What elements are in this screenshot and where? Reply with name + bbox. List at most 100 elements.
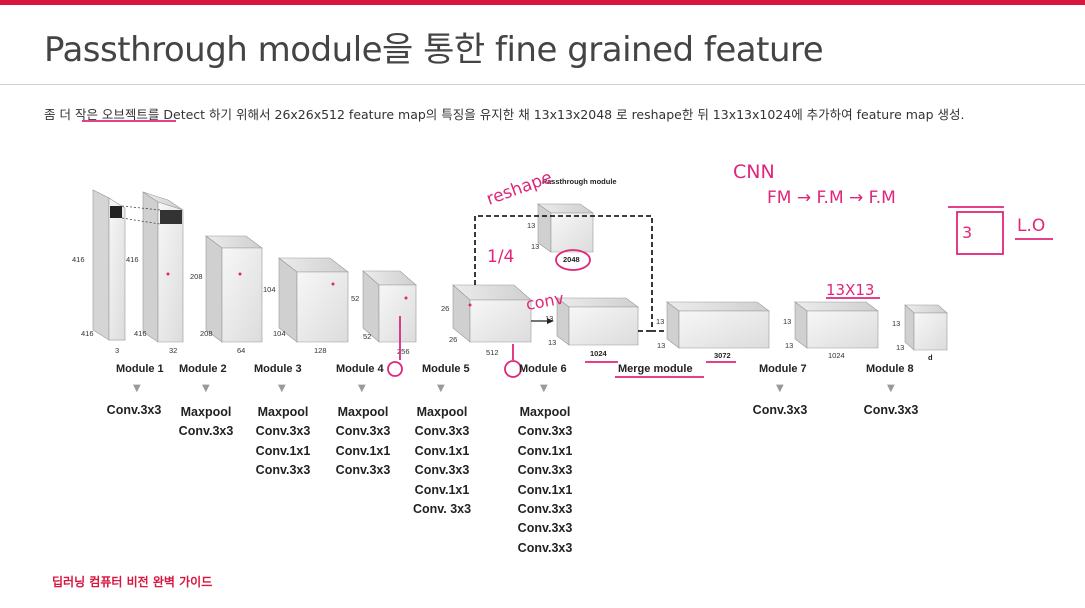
module-4-layers: Maxpool Conv.3x3 Conv.1x1 Conv.3x3 (329, 403, 397, 481)
m1-channel-label: 32 (169, 346, 177, 355)
m4-height-label: 52 (351, 294, 359, 303)
module-5-label: Module 5 (422, 363, 470, 375)
input-channel-label: 3 (115, 346, 119, 355)
layer-item: Conv.1x1 (414, 443, 470, 458)
m6-width-label: 13 (548, 338, 556, 347)
merge-cube (666, 301, 770, 349)
module-6-layers: Maxpool Conv.3x3 Conv.1x1 Conv.3x3 Conv.… (511, 403, 579, 558)
down-arrow-icon: ▼ (437, 383, 445, 394)
footer-course-title: 딥러닝 컴퓨터 비전 완벽 가이드 (52, 575, 213, 589)
module-1-label: Module 1 (116, 363, 164, 375)
m5-height-label: 26 (441, 304, 449, 313)
module-3-layers: Maxpool Conv.3x3 Conv.1x1 Conv.3x3 (249, 403, 317, 481)
module7-cube (794, 301, 879, 349)
layer-item: Conv.3x3 (255, 463, 311, 478)
module-6-label: Module 6 (519, 363, 567, 375)
m3-width-label: 104 (273, 329, 286, 338)
m6-height-label: 13 (545, 314, 553, 323)
module-3-label: Module 3 (254, 363, 302, 375)
down-arrow-icon: ▼ (202, 383, 210, 394)
layer-item: Maxpool (180, 405, 232, 419)
module-8-layers: Conv.3x3 (857, 401, 925, 420)
layer-item: Conv.3x3 (414, 463, 470, 478)
m5-width-label: 26 (449, 335, 457, 344)
m2-channel-label: 64 (237, 346, 245, 355)
passthrough-module-label: Passthrough module (542, 177, 617, 186)
passthrough-cube (537, 203, 594, 253)
layer-item: Conv.3x3 (178, 424, 234, 439)
layer-item: Conv.1x1 (517, 443, 573, 458)
slide-title: Passthrough module을 통한 fine grained feat… (44, 30, 824, 70)
handwritten-fm-chain: FM → F.M → F.M (767, 188, 896, 208)
module3-cube (278, 257, 349, 343)
down-arrow-icon: ▼ (887, 383, 895, 394)
layer-item: Conv.3x3 (106, 403, 162, 417)
layer-item: Maxpool (337, 405, 389, 419)
layer-item: Maxpool (416, 405, 468, 419)
layer-item: Conv.3x3 (255, 424, 311, 439)
m2-height-label: 208 (190, 272, 203, 281)
layer-item: Conv.1x1 (414, 482, 470, 497)
title-divider (0, 84, 1085, 85)
layer-item: Conv.3x3 (517, 502, 573, 517)
input-cube (92, 189, 126, 341)
input-width-label: 416 (81, 329, 94, 338)
handwritten-box-number: 3 (962, 223, 972, 242)
module4-cube (362, 270, 417, 343)
module5-cube (452, 284, 532, 343)
down-arrow-icon: ▼ (776, 383, 784, 394)
m4-width-label: 52 (363, 332, 371, 341)
handwritten-reshape: reshape (484, 168, 555, 210)
m8-width-label: 13 (896, 343, 904, 352)
module8-cube (904, 304, 948, 351)
handwritten-cnn: CNN (733, 161, 775, 183)
m2-width-label: 208 (200, 329, 213, 338)
layer-item: Conv.3x3 (335, 424, 391, 439)
merge-width-label: 13 (657, 341, 665, 350)
layer-item: Conv.3x3 (517, 424, 573, 439)
m6-channel-label: 1024 (590, 349, 608, 358)
module-7-label: Module 7 (759, 363, 807, 375)
conv-window-line (121, 217, 161, 225)
passthrough-channel-label: 2048 (563, 255, 580, 264)
module-2-layers: Maxpool Conv.3x3 (172, 403, 240, 442)
layer-item: Conv.3x3 (517, 463, 573, 478)
m1-height-label: 416 (126, 255, 139, 264)
layer-item: Maxpool (519, 405, 571, 419)
layer-item: Conv.1x1 (517, 482, 573, 497)
module-7-layers: Conv.3x3 (746, 401, 814, 420)
m7-height-label: 13 (783, 317, 791, 326)
handwritten-quarter: 1/4 (487, 247, 514, 267)
m3-height-label: 104 (263, 285, 276, 294)
m3-channel-label: 128 (314, 346, 327, 355)
module-1-layers: Conv.3x3 (101, 401, 167, 420)
input-height-label: 416 (72, 255, 85, 264)
m1-width-label: 416 (134, 329, 147, 338)
down-arrow-icon: ▼ (278, 383, 286, 394)
layer-item: Maxpool (257, 405, 309, 419)
module6-cube (556, 297, 639, 346)
m4-channel-label: 256 (397, 347, 410, 356)
module1-cube (142, 191, 184, 343)
top-accent-bar (0, 0, 1085, 5)
layer-item: Conv.3x3 (863, 403, 919, 417)
merge-channel-label: 3072 (714, 351, 731, 360)
m8-height-label: 13 (892, 319, 900, 328)
arrow-into-module6 (547, 318, 554, 324)
down-arrow-icon: ▼ (358, 383, 366, 394)
merge-module-label: Merge module (618, 363, 693, 375)
passthrough-path (474, 215, 667, 332)
m7-channel-label: 1024 (828, 351, 845, 360)
handwritten-marks (82, 120, 1053, 378)
module2-cube (205, 235, 263, 343)
passthrough-width-label: 13 (531, 242, 539, 251)
layer-item: Conv.3x3 (414, 424, 470, 439)
module-2-label: Module 2 (179, 363, 227, 375)
m5-channel-label: 512 (486, 348, 499, 357)
m8-channel-label: d (928, 353, 933, 362)
layer-item: Conv.1x1 (335, 443, 391, 458)
layer-item: Conv.3x3 (517, 540, 573, 555)
handwritten-grid: 13X13 (826, 281, 874, 299)
merge-height-label: 13 (656, 317, 664, 326)
